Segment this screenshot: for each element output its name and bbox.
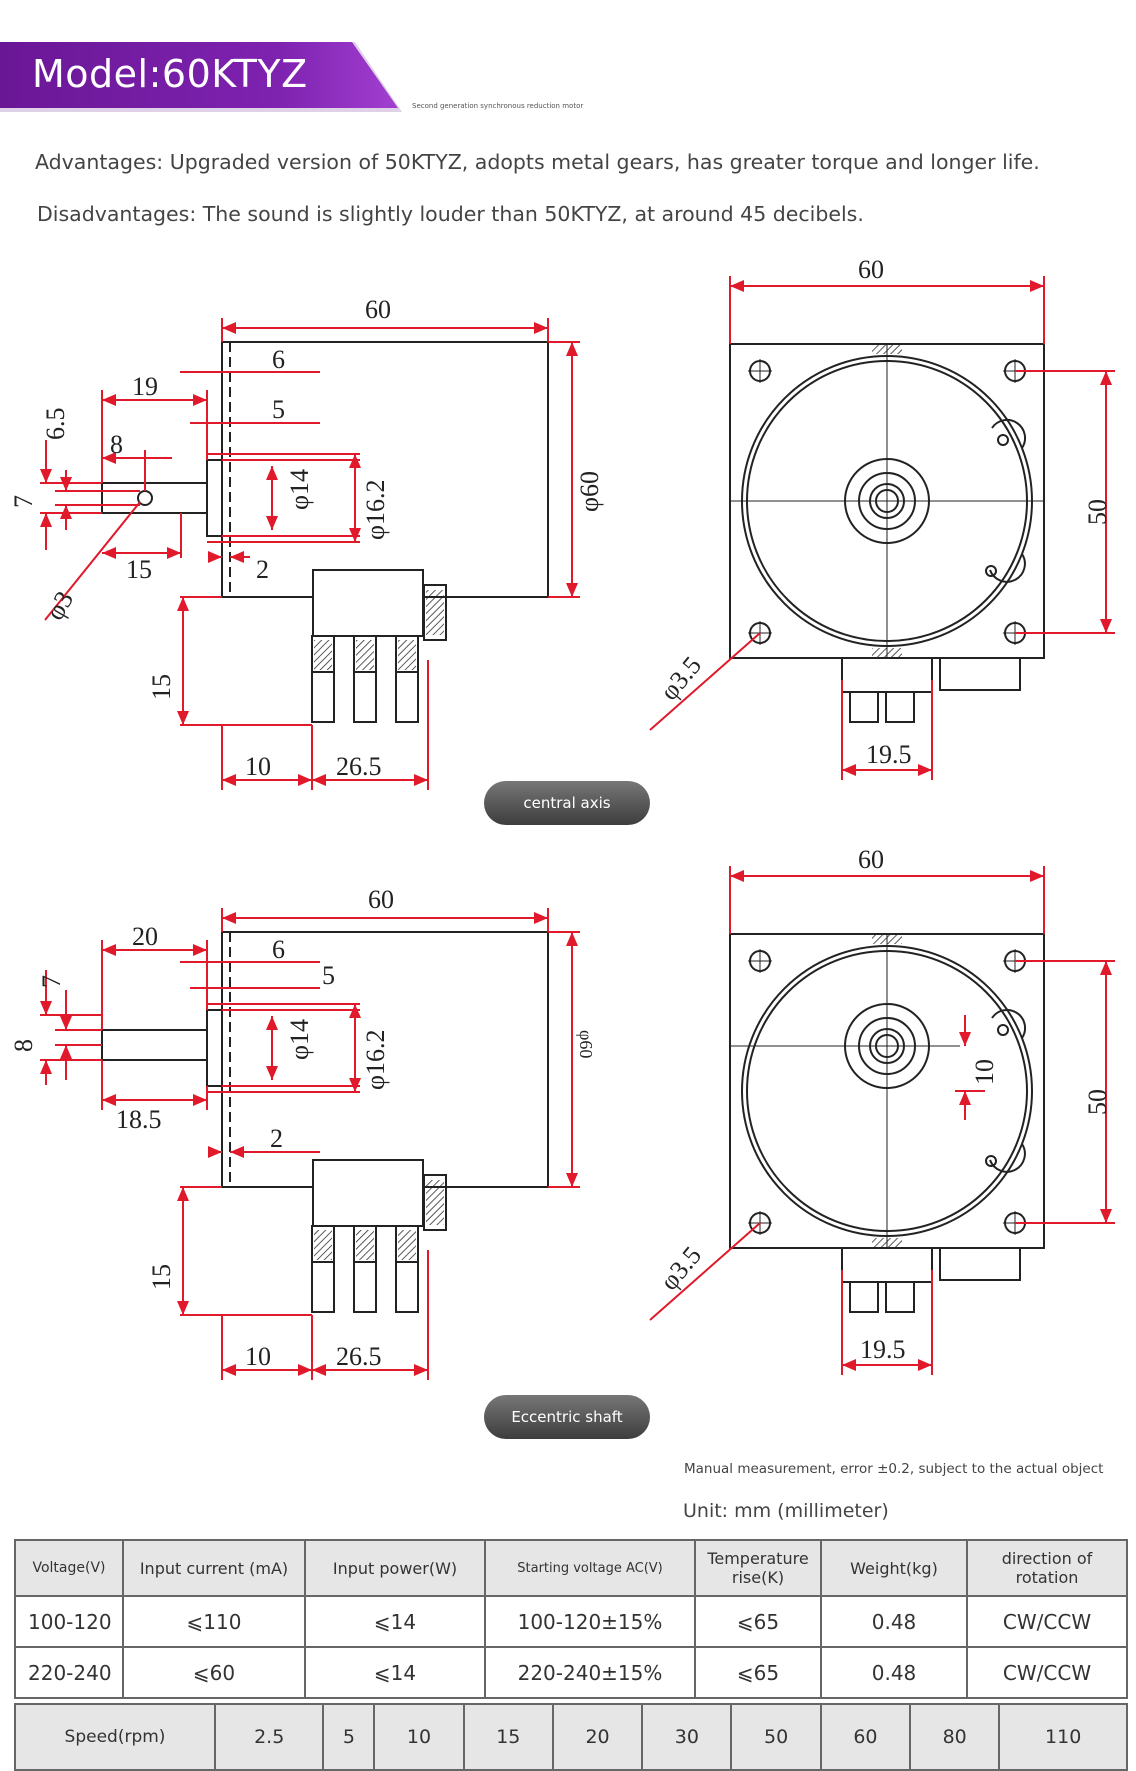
dim-label: φ16.2 (361, 479, 390, 540)
dim-label: 10 (245, 1342, 271, 1371)
dim-label: 7 (9, 495, 38, 508)
table-cell: ⩽110 (122, 1595, 306, 1648)
table-cell: 100-120±15% (484, 1595, 696, 1648)
spec-table: Voltage(V) Input current (mA) Input powe… (14, 1539, 1128, 1699)
dim-label: 50 (1083, 499, 1112, 525)
speed-value: 50 (730, 1703, 822, 1771)
dim-label: φ3.5 (654, 651, 707, 706)
table-cell: ⩽14 (304, 1646, 486, 1699)
dim-label: 26.5 (336, 752, 382, 781)
table-header: direction of rotation (966, 1539, 1128, 1597)
dim-label: 19.5 (866, 740, 912, 769)
table-cell: CW/CCW (966, 1595, 1128, 1648)
dim-label: φ3.5 (654, 1241, 707, 1296)
table-header: Input current (mA) (122, 1539, 306, 1597)
speed-value: 110 (998, 1703, 1128, 1771)
dim-label: 19 (132, 372, 158, 401)
speed-value: 5 (322, 1703, 376, 1771)
dim-label: φ14 (285, 1019, 314, 1060)
page-title: Model:60KTYZ (32, 52, 308, 96)
unit-label: Unit: mm (millimeter) (683, 1500, 889, 1522)
table-cell: 100-120 (14, 1595, 124, 1648)
dim-label: 10 (245, 752, 271, 781)
front-view-eccentric-shaft: 60 19.5 50 10 φ3.5 (649, 845, 1115, 1375)
front-view-central-axis: 60 19.5 50 φ3.5 (649, 255, 1115, 780)
speed-value: 30 (641, 1703, 733, 1771)
side-view-eccentric-shaft: 60 6 5 20 18.5 2 10 26.5 7 8 φ14 φ16.2 φ… (9, 885, 596, 1380)
table-header-row: Voltage(V) Input current (mA) Input powe… (14, 1539, 1128, 1597)
table-cell: ⩽14 (304, 1595, 486, 1648)
dim-label: 19.5 (860, 1335, 906, 1364)
dim-label: 60 (858, 255, 884, 284)
table-cell: CW/CCW (966, 1646, 1128, 1699)
eccentric-shaft-label: Eccentric shaft (484, 1395, 650, 1439)
dim-label: 6 (272, 345, 285, 374)
dim-label: 5 (322, 961, 335, 990)
dim-label: 18.5 (116, 1105, 162, 1134)
speed-table: Speed(rpm) 2.5 5 10 15 20 30 50 60 80 11… (14, 1703, 1128, 1771)
table-row: 100-120 ⩽110 ⩽14 100-120±15% ⩽65 0.48 CW… (14, 1595, 1128, 1648)
dim-label: 7 (37, 975, 66, 988)
side-view-central-axis: 60 6 5 19 8 15 2 10 26.5 6.5 7 φ3 φ14 φ1… (9, 295, 604, 790)
table-cell: 220-240 (14, 1646, 124, 1699)
dim-label: 20 (132, 922, 158, 951)
speed-value: 80 (909, 1703, 1001, 1771)
header-banner (0, 42, 402, 114)
dim-label: 6 (272, 935, 285, 964)
dim-label: 60 (365, 295, 391, 324)
table-header: Input power(W) (304, 1539, 486, 1597)
table-header: Starting voltage AC(V) (484, 1539, 696, 1597)
disadvantages-text: Disadvantages: The sound is slightly lou… (37, 202, 864, 226)
dim-label: φ60 (575, 471, 604, 512)
table-cell: 0.48 (820, 1646, 968, 1699)
dim-label: φ16.2 (361, 1029, 390, 1090)
table-cell: ⩽65 (694, 1595, 822, 1648)
table-header: Weight(kg) (820, 1539, 968, 1597)
speed-value: 2.5 (213, 1703, 325, 1771)
speed-value: 20 (551, 1703, 644, 1771)
dim-label: 60 (858, 845, 884, 874)
speed-value: 60 (819, 1703, 912, 1771)
dim-label: φ14 (285, 469, 314, 510)
table-cell: 0.48 (820, 1595, 968, 1648)
speed-value: 15 (462, 1703, 554, 1771)
measurement-note: Manual measurement, error ±0.2, subject … (684, 1461, 1104, 1477)
central-axis-label: central axis (484, 781, 650, 825)
dim-label: 8 (110, 430, 123, 459)
dim-label: 5 (272, 395, 285, 424)
dim-label: 2 (256, 555, 269, 584)
table-row: Speed(rpm) 2.5 5 10 15 20 30 50 60 80 11… (14, 1703, 1128, 1771)
dim-label: 26.5 (336, 1342, 382, 1371)
dim-label: 8 (9, 1039, 38, 1052)
advantages-text: Advantages: Upgraded version of 50KTYZ, … (35, 150, 1040, 174)
speed-label: Speed(rpm) (14, 1703, 216, 1771)
speed-value: 10 (373, 1703, 465, 1771)
table-header: Voltage(V) (14, 1539, 124, 1597)
dim-label: 60 (368, 885, 394, 914)
table-cell: 220-240±15% (484, 1646, 696, 1699)
dim-label: 6.5 (41, 408, 70, 441)
header-banner-shape (0, 42, 402, 112)
dimension-drawings: 60 6 5 19 8 15 2 10 26.5 6.5 7 φ3 φ14 φ1… (9, 255, 1115, 1380)
table-row: 220-240 ⩽60 ⩽14 220-240±15% ⩽65 0.48 CW/… (14, 1646, 1128, 1699)
page-subtitle: Second generation synchronous reduction … (412, 102, 584, 110)
dim-label: 2 (270, 1124, 283, 1153)
table-header: Temperature rise(K) (694, 1539, 822, 1597)
dim-label: 50 (1083, 1089, 1112, 1115)
dim-label: 15 (147, 1264, 176, 1290)
table-cell: ⩽65 (694, 1646, 822, 1699)
dim-label: 15 (147, 674, 176, 700)
dim-label: 15 (126, 555, 152, 584)
dim-label: φ60 (576, 1030, 596, 1058)
dim-label: 10 (970, 1059, 999, 1085)
table-cell: ⩽60 (122, 1646, 306, 1699)
